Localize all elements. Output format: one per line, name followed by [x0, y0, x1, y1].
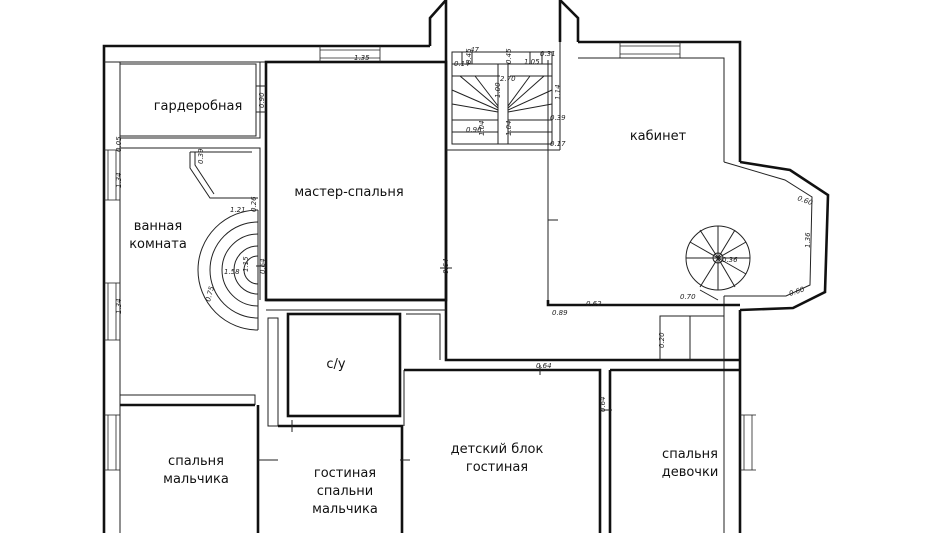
label-bathroom-2: комната: [129, 237, 187, 252]
dim-0-20: 0.20: [658, 332, 666, 348]
dim-1-14: 1.14: [554, 84, 562, 100]
label-study: кабинет: [630, 129, 687, 144]
dim-1-34-a: 1.34: [115, 172, 123, 188]
room-labels: гардеробная мастер-спальня ванная комнат…: [129, 99, 718, 517]
dim-1-36: 1.36: [804, 232, 812, 248]
dim-0-70: 0.70: [680, 293, 696, 301]
dim-1-34-b: 1.34: [115, 298, 123, 314]
dim-0-64-a: 0.64: [259, 258, 267, 274]
label-boy-bedroom-2: мальчика: [163, 472, 229, 487]
spiral-staircase: [685, 225, 751, 301]
outer-walls: [102, 0, 830, 533]
dim-1-00: 1.00: [494, 82, 502, 98]
dim-0-39: 0.39: [197, 148, 205, 164]
label-boy-living-2: спальни: [317, 484, 374, 499]
dim-0-45-a: 0.45: [465, 48, 473, 64]
dim-1-58: 1.58: [224, 268, 240, 276]
dim-1-05: 1.05: [524, 58, 540, 66]
dim-0-17: 0.17: [550, 140, 566, 148]
dim-1-04-a: 1.04: [478, 120, 486, 136]
label-kids-block-2: гостиная: [466, 460, 528, 475]
dim-0-14: 0.14: [454, 60, 470, 68]
label-boy-living-3: мальчика: [312, 502, 378, 517]
label-boy-bedroom-1: спальня: [168, 454, 224, 469]
dim-1-15: 1.15: [242, 256, 250, 272]
round-bath: [197, 209, 259, 331]
dimension-labels: 1.35 0.90 0.05 1.34 0.39 1.21 0.26 1.15 …: [115, 46, 814, 412]
dim-0-31: 0.31: [540, 50, 556, 58]
staircase-main: [451, 51, 553, 145]
dim-0-64-b: 0.64: [442, 258, 450, 274]
dim-0-45-b: 0.45: [505, 48, 513, 64]
dim-0-62: 0.62: [586, 300, 602, 308]
dim-0-90: 0.90: [258, 92, 266, 108]
dim-0-60-b: 0.60: [788, 285, 806, 298]
dim-0-05: 0.05: [115, 136, 123, 152]
dim-0-64-c: 0.64: [536, 362, 552, 370]
dim-2-70: 2.70: [500, 75, 516, 83]
dim-0-36: 0.36: [722, 256, 738, 264]
label-wardrobe: гардеробная: [154, 99, 243, 114]
dim-0-64-d: 0.64: [599, 396, 607, 412]
dim-47: 47: [470, 46, 479, 54]
label-kids-block-1: детский блок: [451, 442, 544, 457]
label-bathroom-1: ванная: [134, 219, 182, 234]
dim-0-89: 0.89: [552, 309, 568, 317]
windows: [104, 42, 756, 471]
interior-walls: [119, 42, 740, 533]
dim-0-26: 0.26: [250, 196, 258, 212]
label-girl-bedroom-1: спальня: [662, 447, 718, 462]
dim-0-39-b: 0.39: [550, 114, 566, 122]
label-master-bedroom: мастер-спальня: [294, 185, 403, 200]
door-ticks: [256, 85, 612, 461]
dim-1-21: 1.21: [230, 206, 246, 214]
dim-0-96: 0.96: [466, 126, 482, 134]
dim-1-35: 1.35: [354, 54, 370, 62]
label-boy-living-1: гостиная: [314, 466, 376, 481]
dim-1-04-b: 1.04: [505, 120, 513, 136]
label-wc: с/у: [326, 357, 346, 372]
label-girl-bedroom-2: девочки: [662, 465, 719, 480]
dim-0-75: 0.75: [204, 285, 216, 303]
